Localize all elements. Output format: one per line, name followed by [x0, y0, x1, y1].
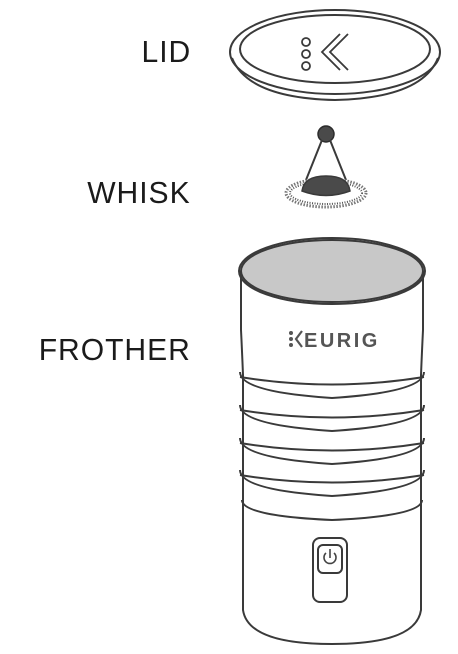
frother-brand: EURIG — [289, 330, 380, 352]
lid-label: LID — [141, 34, 191, 69]
frother-brand-text: EURIG — [304, 330, 380, 352]
lid — [229, 9, 441, 102]
keurig-logo-icon — [301, 33, 349, 71]
brand-k-icon — [289, 330, 303, 348]
whisk-label: WHISK — [87, 175, 191, 210]
whisk — [284, 125, 368, 209]
frother — [238, 237, 426, 646]
power-icon — [323, 549, 337, 565]
frother-label: FROTHER — [38, 332, 191, 367]
